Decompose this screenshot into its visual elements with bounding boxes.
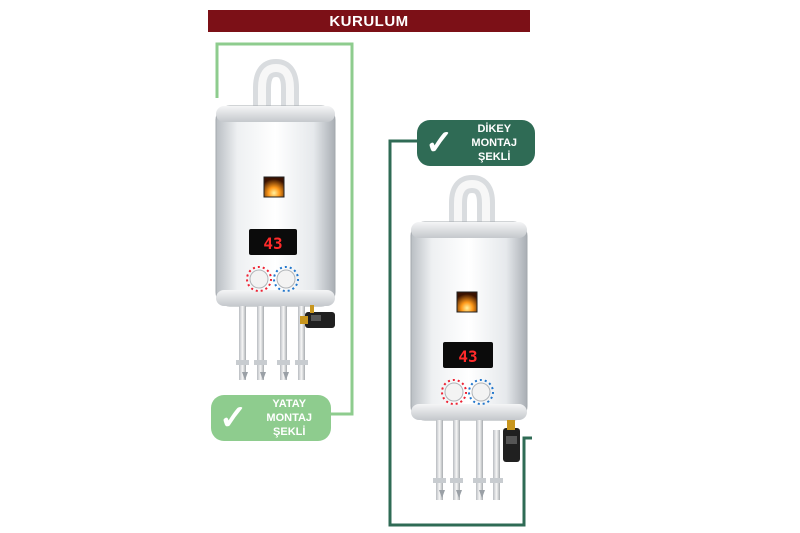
display-value: 43: [263, 234, 282, 253]
flue-pipe: [449, 174, 495, 225]
display-value: 43: [458, 347, 477, 366]
badge-line-1: YATAY: [272, 398, 307, 410]
check-icon: ✓: [425, 124, 454, 162]
badge-label: DİKEY MONTAJ ŞEKLİ: [460, 122, 536, 164]
pipe-valve-icon: [503, 420, 520, 462]
temperature-display: [443, 342, 493, 368]
vertical-mount-outline: [388, 139, 532, 527]
horizontal-mount-badge: ✓ YATAY MONTAJ ŞEKLİ: [211, 395, 331, 441]
pipe-valve-icon: [300, 305, 335, 328]
temperature-knob-icon[interactable]: [468, 379, 494, 405]
water-pipes: [433, 420, 503, 500]
badge-line-2: MONTAJ ŞEKLİ: [471, 137, 518, 163]
badge-line-1: DİKEY: [477, 123, 512, 135]
badge-label: YATAY MONTAJ ŞEKLİ: [254, 397, 332, 439]
badge-line-2: MONTAJ ŞEKLİ: [266, 412, 313, 438]
flame-icon: [456, 291, 478, 313]
flame-icon: [263, 176, 285, 198]
vertical-mount-badge: ✓ DİKEY MONTAJ ŞEKLİ: [417, 120, 535, 166]
check-icon: ✓: [219, 399, 248, 437]
flue-pipe: [253, 58, 299, 108]
temperature-knob-icon[interactable]: [246, 266, 272, 292]
temperature-knob-icon[interactable]: [273, 266, 299, 292]
temperature-knob-icon[interactable]: [441, 379, 467, 405]
page-title: KURULUM: [208, 10, 530, 32]
horizontal-mount-outline: [215, 42, 354, 416]
temperature-display: [249, 229, 297, 255]
water-pipes: [236, 306, 308, 380]
boiler-vertical: 43: [410, 174, 528, 500]
boiler-horizontal: 43: [215, 58, 336, 380]
